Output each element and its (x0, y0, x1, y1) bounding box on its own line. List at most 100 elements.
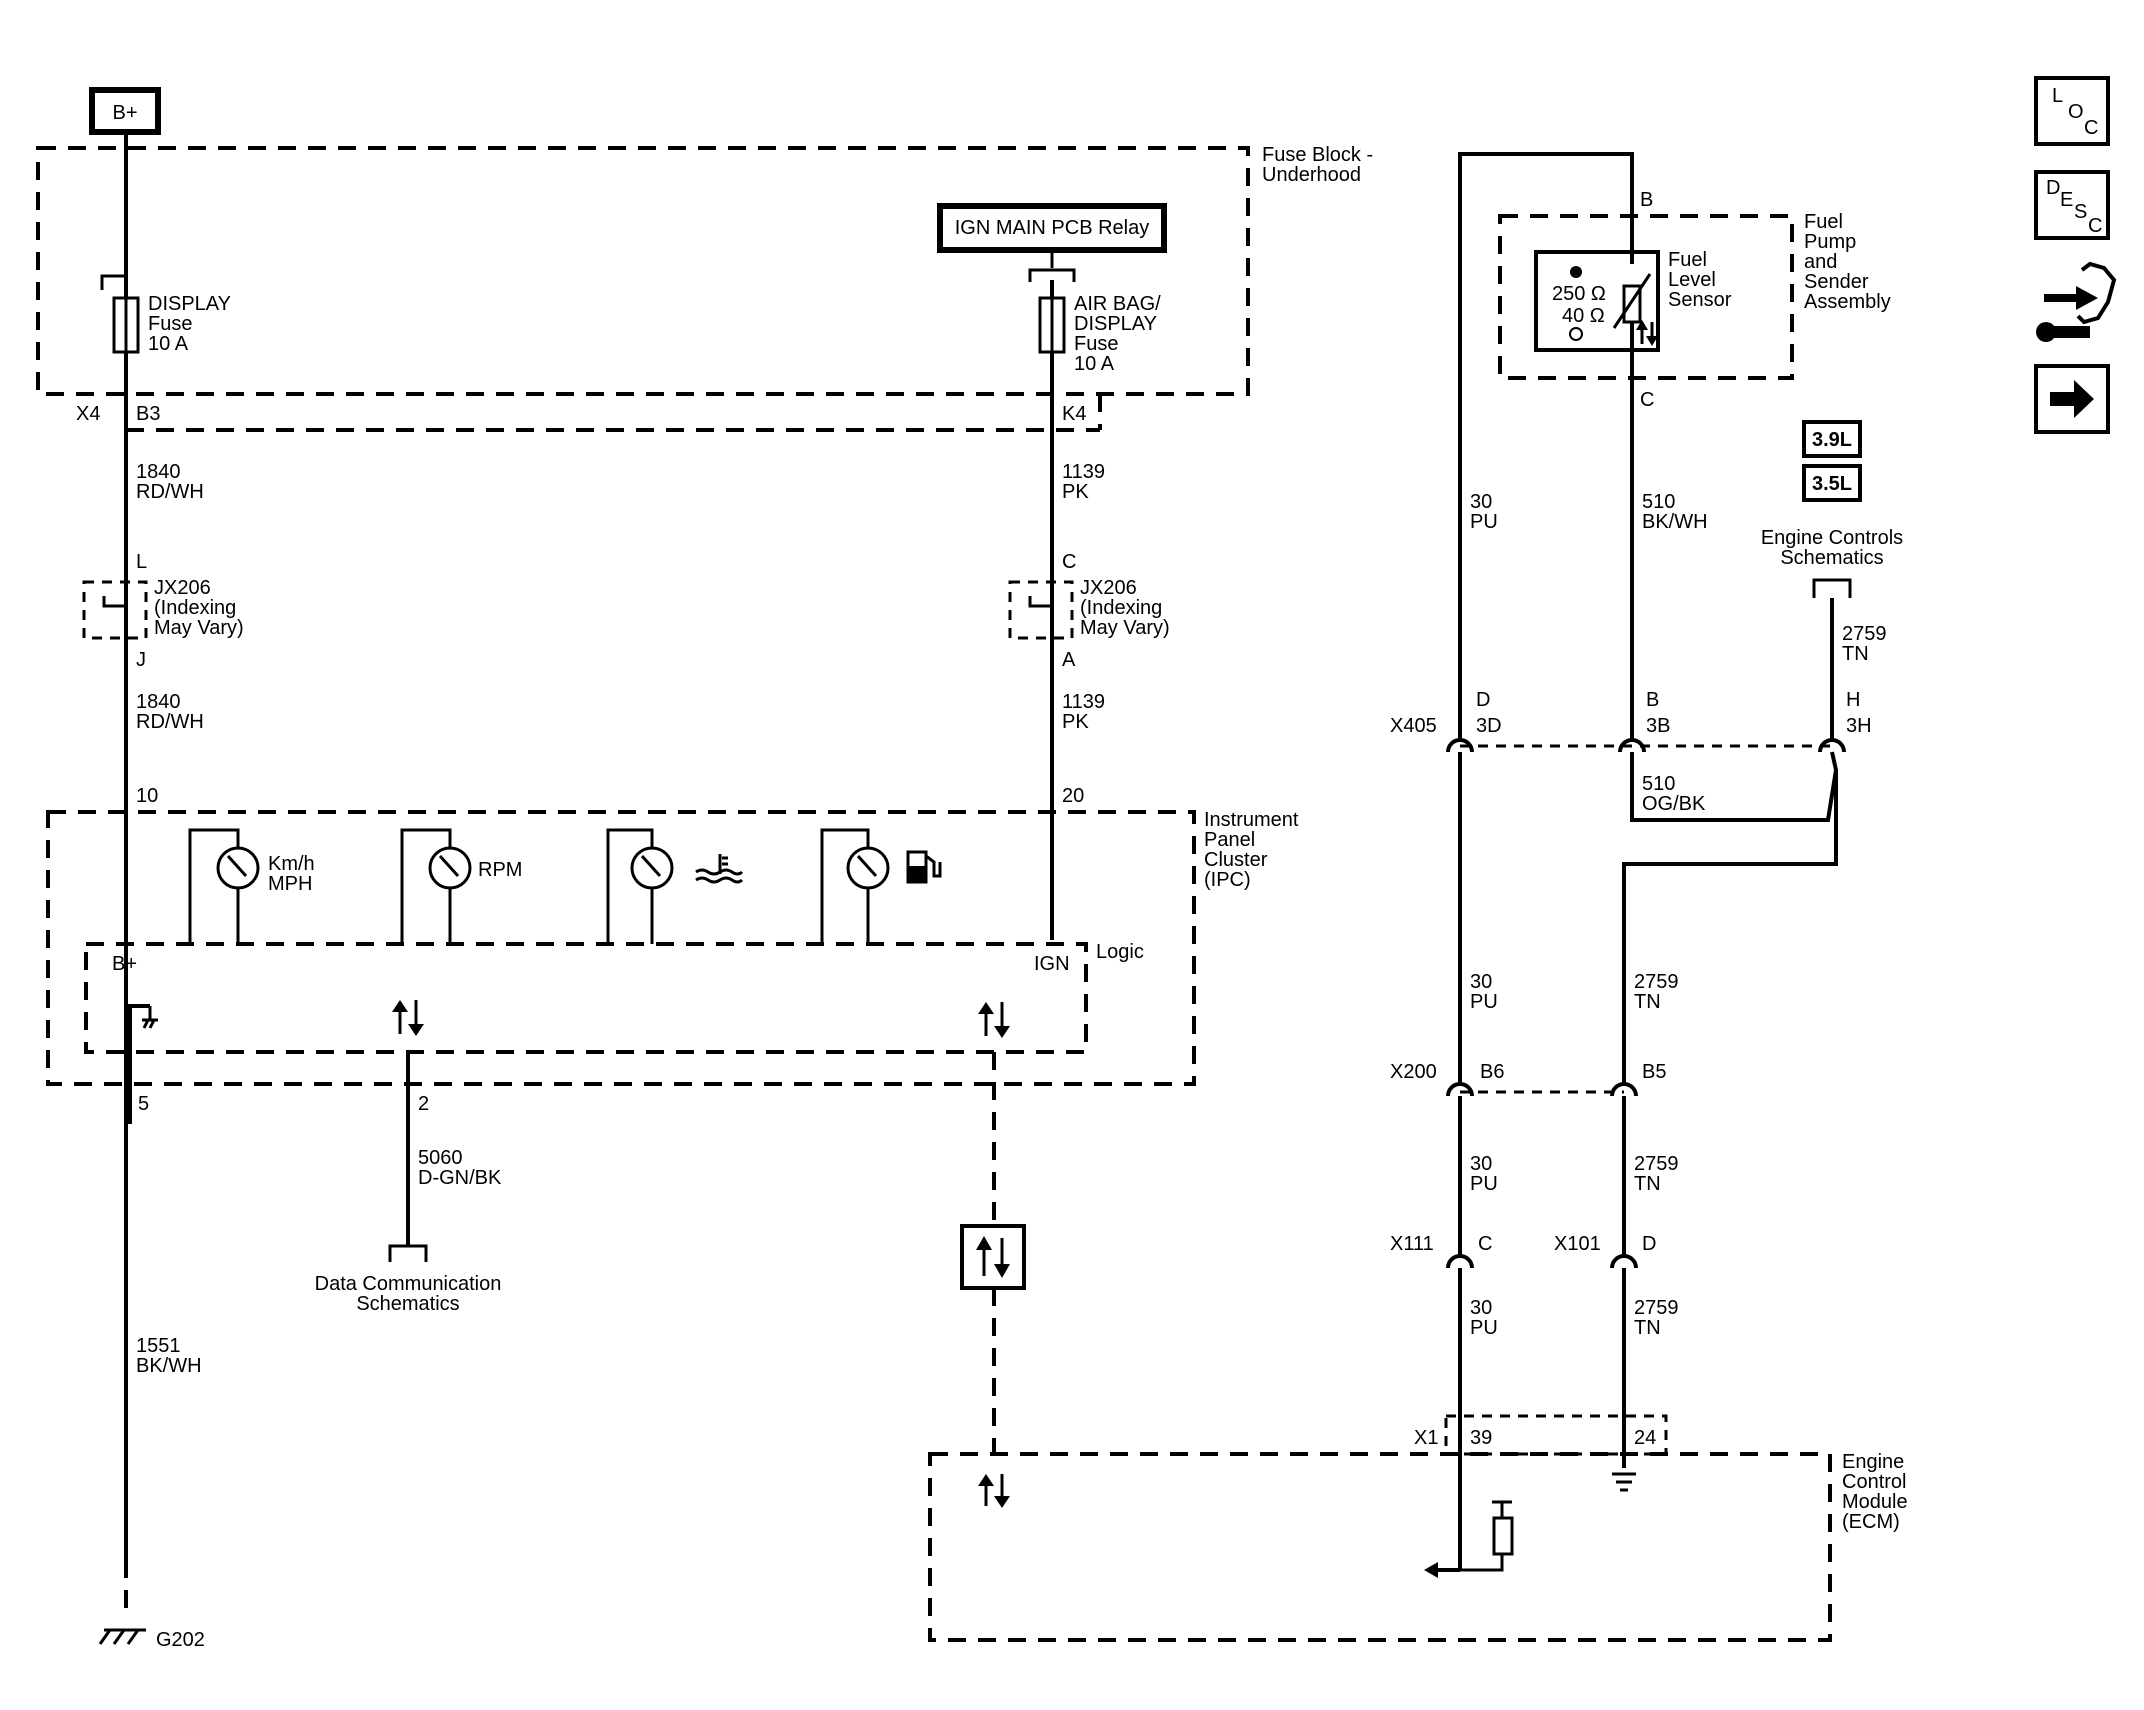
engine-badge-35[interactable]: 3.5L (1802, 464, 1862, 502)
fuel-pump-assembly-outline (1498, 214, 1794, 380)
fuel-level-sensor: 250 Ω 40 Ω (1534, 250, 1660, 352)
jx206-right (1008, 580, 1074, 640)
svg-text:S: S (2074, 201, 2087, 223)
x405-pin-d: D (1476, 689, 1490, 711)
conn-x4: X4 (76, 403, 100, 425)
x111-pin-c: C (1478, 1233, 1492, 1255)
svg-text:250 Ω: 250 Ω (1552, 283, 1606, 305)
ipc-pin-20: 20 (1062, 785, 1084, 807)
svg-text:C: C (2088, 215, 2102, 237)
x101-connector (1610, 1254, 1638, 1269)
x111-connector (1446, 1254, 1474, 1269)
conn-x200: X200 (1390, 1061, 1437, 1083)
pin-j: J (136, 649, 146, 671)
rpm-label: RPM (478, 859, 522, 881)
conn-x1: X1 (1414, 1427, 1438, 1449)
svg-text:3.5L: 3.5L (1812, 473, 1852, 495)
g202-ground-icon (98, 1628, 146, 1645)
x200-connector (1446, 1082, 1638, 1097)
fuel-gauge (820, 828, 890, 944)
x405-connector (1446, 738, 1846, 753)
x405-pin-h: H (1846, 689, 1860, 711)
svg-text:3.9L: 3.9L (1812, 429, 1852, 451)
fuse-block-outline (36, 146, 1250, 396)
loc-nav-button[interactable]: L O C (2034, 76, 2110, 146)
ipc-bplus: B+ (112, 953, 137, 975)
airbag-display-fuse (1038, 296, 1066, 354)
ecm-outline (928, 1452, 1832, 1642)
x405-pin-b: B (1646, 689, 1659, 711)
ipc-outline (46, 810, 1196, 1086)
ecm-pullup-resistor (1424, 1500, 1514, 1578)
ipc-pin-10: 10 (136, 785, 158, 807)
svg-text:L: L (2052, 85, 2063, 107)
conn-x405: X405 (1390, 715, 1437, 737)
ipc-ground-symbol (128, 1004, 158, 1124)
svg-text:D: D (2046, 177, 2060, 199)
pin-k4: K4 (1062, 403, 1086, 425)
x405-pin-3d: 3D (1476, 715, 1502, 737)
conn-x101: X101 (1554, 1233, 1601, 1255)
display-fuse (100, 274, 140, 354)
fuel-pump-icon (906, 850, 942, 884)
pin-c-top: C (1062, 551, 1076, 573)
engine-badge-39[interactable]: 3.9L (1802, 420, 1862, 458)
fuel-pin-c: C (1640, 389, 1654, 411)
speedometer-gauge (188, 828, 260, 944)
x1-connector-outline (1444, 1414, 1668, 1456)
jx206-left (82, 580, 148, 640)
bplus-source: B+ (89, 87, 161, 135)
svg-text:B+: B+ (112, 102, 137, 124)
ipc-logic-outline (84, 942, 1088, 1054)
svg-text:IGN MAIN PCB Relay: IGN MAIN PCB Relay (955, 217, 1149, 239)
x405-pin-3b: 3B (1646, 715, 1670, 737)
coolant-temp-icon (695, 854, 744, 884)
pin-a: A (1062, 649, 1076, 671)
x101-pin-d: D (1642, 1233, 1656, 1255)
hand-tools-icon[interactable] (2036, 261, 2117, 342)
svg-text:E: E (2060, 189, 2073, 211)
ground-g202: G202 (156, 1629, 205, 1651)
svg-text:O: O (2068, 101, 2084, 123)
ecm-ground-icon (1612, 1472, 1636, 1492)
ipc-serial-arrows-icon (978, 1002, 1010, 1038)
desc-nav-button[interactable]: D E S C (2034, 170, 2110, 240)
temperature-gauge (606, 828, 674, 944)
ipc-pin-2: 2 (418, 1093, 429, 1115)
tachometer-gauge (400, 828, 472, 944)
data-comm-arrows-icon (392, 1000, 424, 1036)
ipc-ign: IGN (1034, 953, 1070, 975)
x200-pin-b5: B5 (1642, 1061, 1666, 1083)
next-arrow-button[interactable] (2034, 364, 2110, 434)
x1-pin-39: 39 (1470, 1427, 1492, 1449)
pin-l: L (136, 551, 147, 573)
serial-data-box-icon (960, 1224, 1026, 1290)
fuse-block-label: Fuse Block -Underhood (1262, 144, 1373, 186)
x405-pin-3h: 3H (1846, 715, 1872, 737)
svg-text:40 Ω: 40 Ω (1562, 305, 1605, 327)
